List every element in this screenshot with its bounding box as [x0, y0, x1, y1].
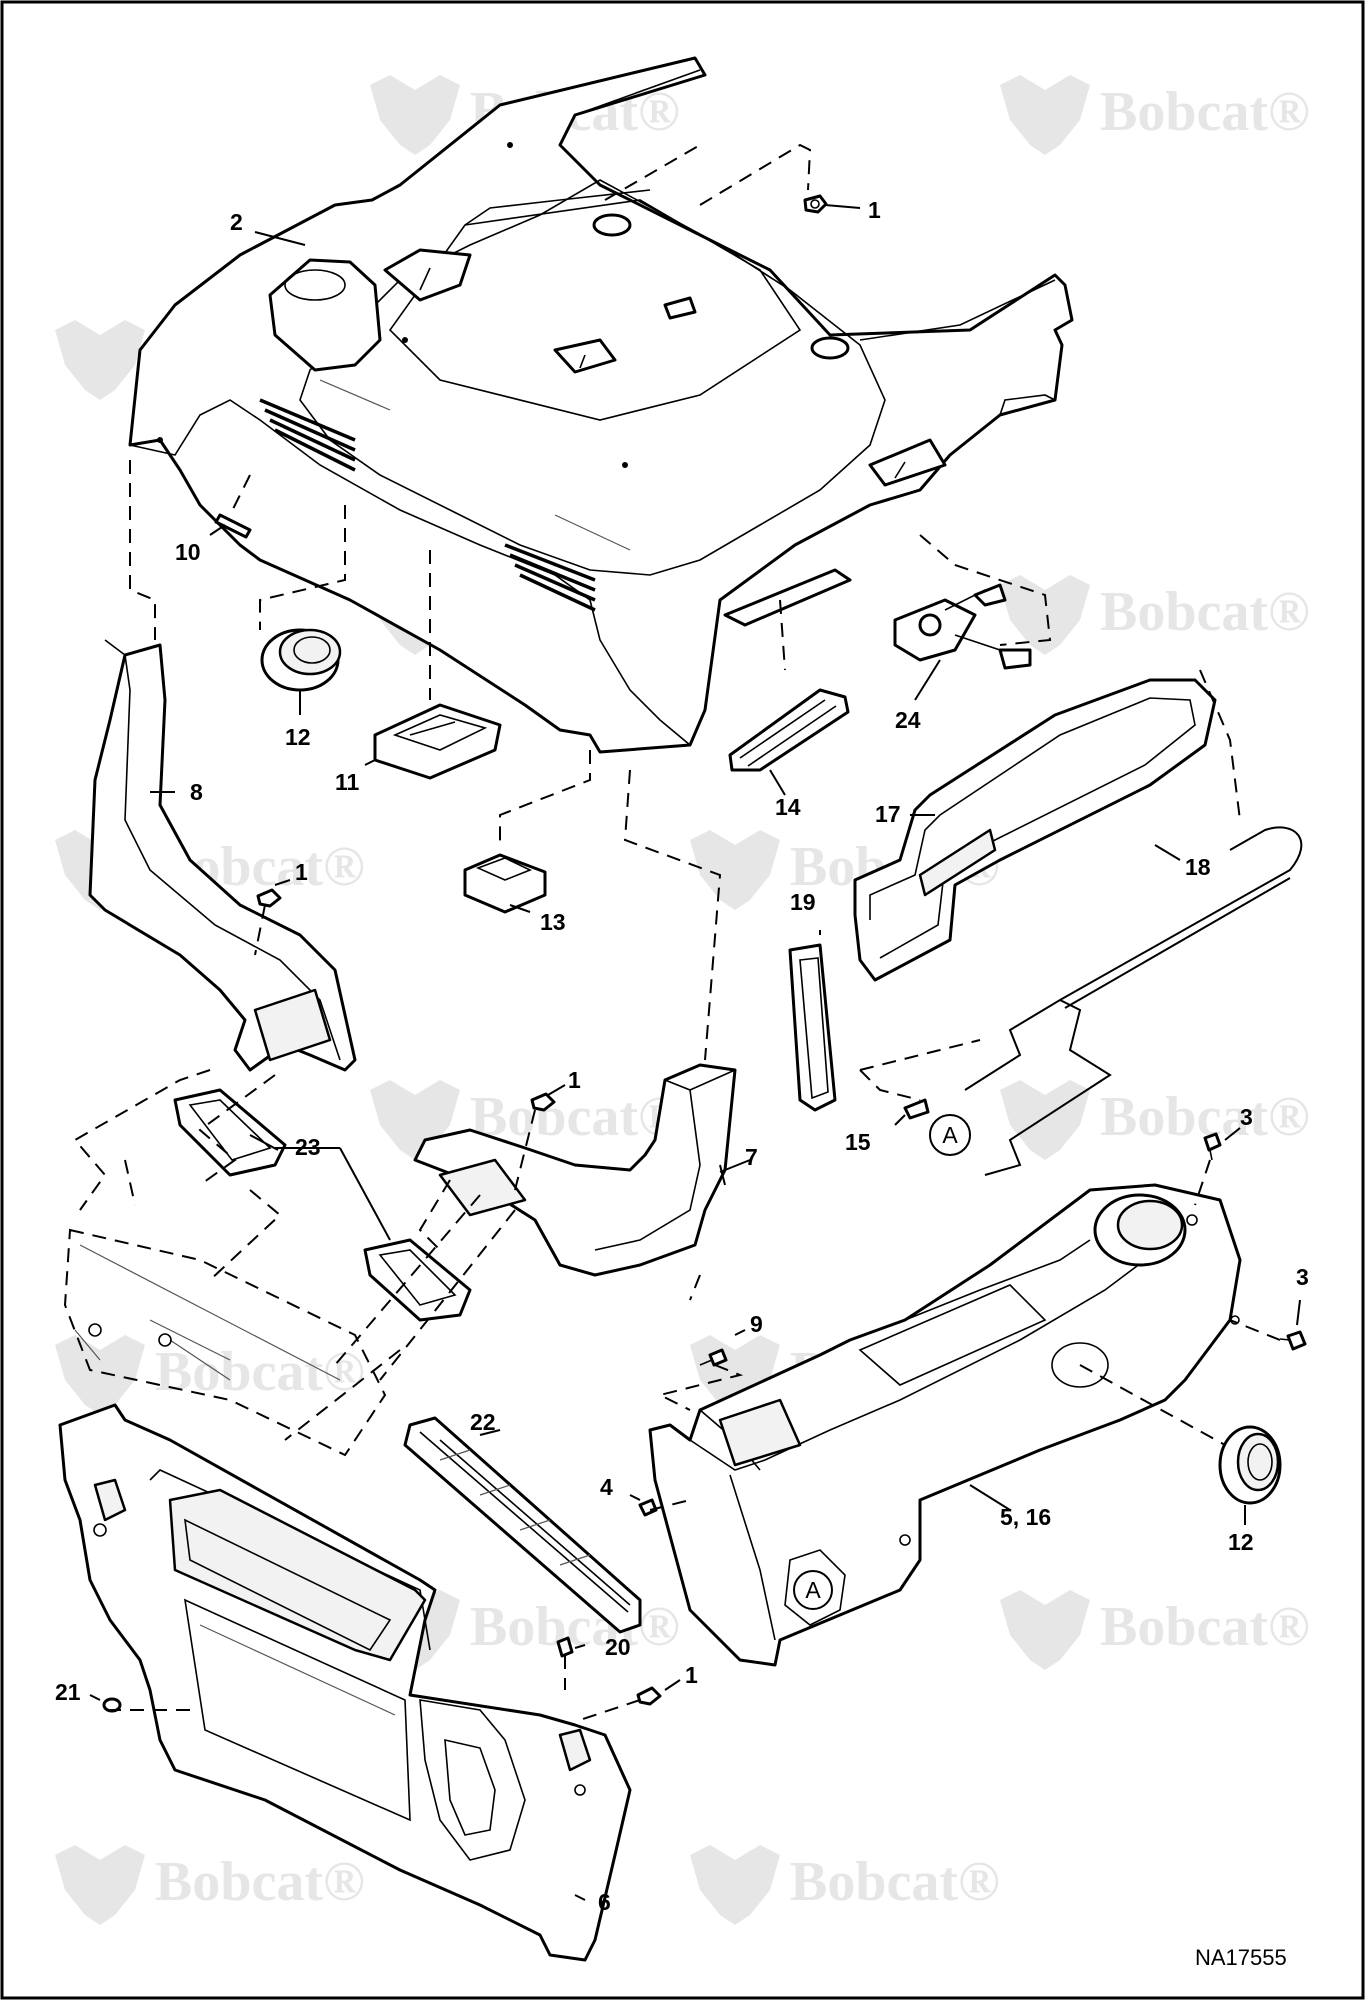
post-trim-part-7 — [413, 1063, 737, 1277]
fastener-part-1-left — [256, 888, 282, 908]
callout-17: 17 — [875, 801, 901, 827]
watermark-brand-text: Bobcat® — [470, 1596, 680, 1658]
bobcat-logo-watermark: Bobcat® — [1000, 75, 1310, 155]
callout-20: 20 — [605, 1634, 631, 1660]
callout-19: 19 — [790, 889, 816, 915]
bobcat-logo-watermark: Bobcat® — [1000, 1590, 1310, 1670]
side-console-part-5-16 — [648, 1183, 1242, 1667]
callout-3: 3 — [1240, 1104, 1253, 1130]
callout-9: 9 — [750, 1311, 763, 1337]
callout-22: 22 — [470, 1409, 496, 1435]
callout-1: 1 — [568, 1067, 581, 1093]
duct-part-17 — [853, 678, 1217, 982]
callout-labels: 1 2 10 12 11 8 1 13 14 24 17 19 18 1 15 … — [55, 197, 1309, 1915]
leader-lines — [89, 204, 1301, 1901]
switch-panel-part-14 — [728, 688, 850, 772]
bobcat-logo-watermark: Bobcat® — [1000, 1080, 1310, 1160]
drawing-number: NA17555 — [1195, 1945, 1287, 1970]
bobcat-logo-watermark: Bobcat® — [55, 1845, 365, 1925]
callout-10: 10 — [175, 539, 201, 565]
callout-3: 3 — [1296, 1264, 1309, 1290]
reference-letter: A — [805, 1577, 821, 1603]
callout-6: 6 — [598, 1889, 611, 1915]
watermark-brand-text: Bobcat® — [1100, 581, 1310, 643]
watermark-brand-text: Bobcat® — [1100, 1596, 1310, 1658]
seal-strip-part-18 — [964, 826, 1303, 1176]
reference-marker-a-upper: A — [929, 1114, 971, 1156]
grille-part-23-lower — [363, 1238, 472, 1322]
watermark-brand-text: Bobcat® — [155, 1341, 365, 1403]
callout-23: 23 — [295, 1134, 321, 1160]
callout-14: 14 — [775, 794, 801, 820]
callout-8: 8 — [190, 779, 203, 805]
screw-part-3-top — [1203, 1132, 1222, 1161]
reference-marker-a-lower: A — [793, 1570, 833, 1610]
callout-18: 18 — [1185, 854, 1211, 880]
post-trim-part-8 — [88, 639, 357, 1072]
speaker-part-12-left — [260, 628, 342, 692]
switch-bezel-part-13 — [463, 853, 547, 914]
clip-part-20 — [556, 1636, 574, 1658]
watermark-brand-text: Bobcat® — [155, 1851, 365, 1913]
grille-part-23-upper — [173, 1088, 287, 1177]
callout-4: 4 — [600, 1474, 613, 1500]
callout-7: 7 — [745, 1144, 758, 1170]
callout-12: 12 — [285, 724, 311, 750]
callout-11: 11 — [335, 769, 360, 795]
fastener-part-1-mid — [530, 1092, 556, 1112]
clip-part-10 — [214, 513, 252, 539]
callout-13: 13 — [540, 909, 566, 935]
callout-12: 12 — [1228, 1529, 1254, 1555]
fastener-part-1-bottom — [636, 1686, 662, 1706]
callout-1: 1 — [295, 859, 308, 885]
callout-24: 24 — [895, 707, 921, 733]
reference-letter: A — [942, 1122, 958, 1148]
assembly-lines — [73, 143, 1281, 1721]
rear-crossmember — [63, 1228, 387, 1457]
bobcat-logo-watermark: Bobcat® — [1000, 575, 1310, 655]
harness-part-24 — [893, 583, 1032, 670]
watermark-brand-text: Bobcat® — [1100, 81, 1310, 143]
seal-part-19 — [788, 943, 837, 1112]
bobcat-logo-watermark: Bobcat® — [690, 1845, 1000, 1925]
speaker-part-12-right — [1218, 1425, 1282, 1505]
bobcat-logo-watermark: Bobcat® — [55, 1335, 365, 1415]
callout-1: 1 — [685, 1662, 698, 1688]
rear-panel-part-6 — [58, 1403, 632, 1962]
callout-21: 21 — [55, 1679, 81, 1705]
callout-1: 1 — [868, 197, 881, 223]
fastener-part-4 — [638, 1498, 658, 1517]
fastener-part-9 — [699, 1348, 728, 1367]
callout-5-16: 5, 16 — [1000, 1504, 1051, 1530]
watermark-brand-text: Bobcat® — [470, 1086, 680, 1148]
callout-2: 2 — [230, 209, 243, 235]
callout-15: 15 — [845, 1129, 871, 1155]
screw-part-3-right — [1279, 1330, 1307, 1351]
headliner-part-2 — [128, 56, 1074, 754]
fastener-part-1-top — [803, 194, 828, 214]
filter-grille-part-22 — [403, 1416, 642, 1634]
dome-light-part-11 — [373, 703, 502, 780]
watermark-brand-text: Bobcat® — [790, 1851, 1000, 1913]
clip-part-15 — [903, 1098, 930, 1120]
